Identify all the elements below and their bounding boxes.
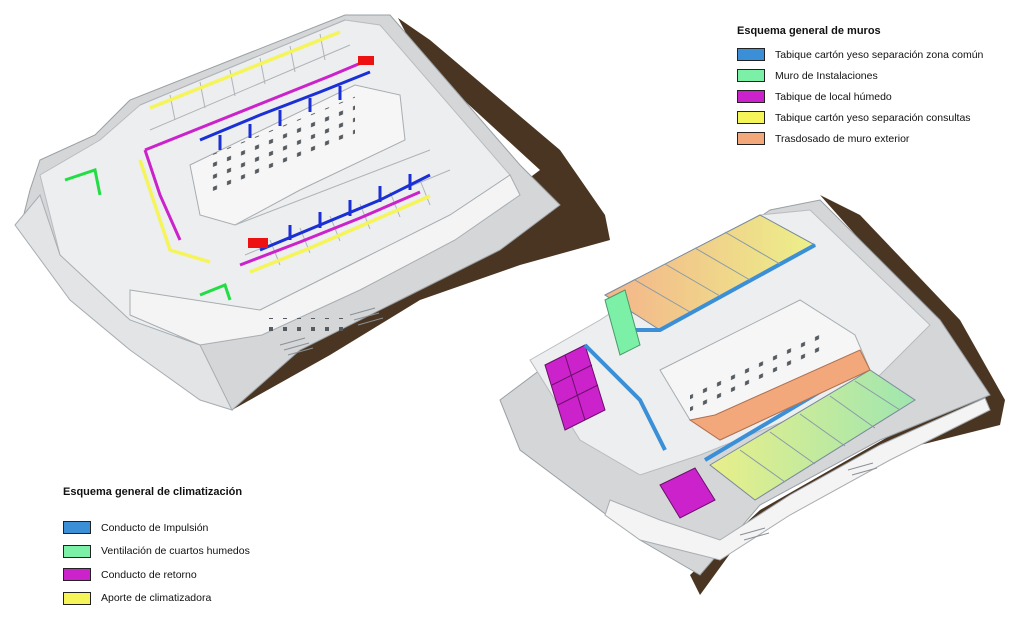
hvac-legend: Esquema general de climatización Conduct… [63,486,250,610]
hvac-legend-item: Conducto de retorno [63,563,250,587]
hvac-courtyard-windows [205,96,355,198]
hvac-legend-swatch [63,521,91,535]
hvac-air-unit-top [358,56,374,65]
walls-legend-item: Tabique cartón yeso separación zona comú… [737,44,983,65]
hvac-legend-label: Conducto de Impulsión [101,521,209,534]
hvac-stairs [279,307,384,356]
hvac-legend-swatch [63,591,91,605]
walls-installation-wall [604,289,641,356]
walls-bottom-row [709,369,916,501]
walls-legend: Esquema general de muros Tabique cartón … [737,25,983,149]
hvac-facade-windows [265,318,345,332]
hvac-legend-label: Conducto de retorno [101,568,197,581]
walls-legend-swatch [737,132,765,145]
walls-legend-label: Tabique cartón yeso separación zona comú… [775,48,984,61]
hvac-legend-label: Ventilación de cuartos humedos [101,545,250,558]
walls-legend-item: Trasdosado de muro exterior [737,128,983,149]
walls-legend-title: Esquema general de muros [737,25,881,37]
walls-wet-rooms-front [659,467,716,519]
walls-legend-label: Muro de Instalaciones [775,69,878,82]
hvac-left-wing [14,193,233,411]
walls-left-corridor-wall [583,343,667,451]
hvac-legend-swatch [63,544,91,558]
walls-courtyard-windows [690,327,820,419]
hvac-return-ducts [143,58,421,267]
walls-legend-item: Tabique cartón yeso separación consultas [737,107,983,128]
hvac-legend-item: Ventilación de cuartos humedos [63,540,250,564]
hvac-front-facade [129,174,521,346]
walls-legend-swatch [737,111,765,124]
hvac-intake-ducts [138,30,431,274]
hvac-legend-title: Esquema general de climatización [63,486,243,498]
walls-legend-label: Tabique cartón yeso separación consultas [775,111,971,124]
walls-model [499,195,1005,595]
walls-room-partitions [634,231,901,483]
walls-legend-label: Tabique de local húmedo [775,90,892,103]
walls-legend-item: Muro de Instalaciones [737,65,983,86]
hvac-model [14,14,610,411]
walls-legend-label: Trasdosado de muro exterior [775,132,910,145]
hvac-air-unit-bottom [248,238,268,248]
walls-legend-item: Tabique de local húmedo [737,86,983,107]
walls-legend-swatch [737,48,765,61]
walls-legend-items: Tabique cartón yeso separación zona comú… [737,44,983,149]
walls-terrain [690,195,1005,595]
hvac-wet-vents [64,168,232,301]
hvac-supply-ducts [199,70,431,252]
walls-front-facade [604,397,991,561]
walls-legend-swatch [737,90,765,103]
hvac-legend-swatch [63,568,91,582]
hvac-legend-item: Conducto de Impulsión [63,516,250,540]
walls-wet-room-cells [551,354,599,421]
hvac-legend-item: Aporte de climatizadora [63,587,250,611]
walls-stairs [739,462,878,541]
hvac-legend-label: Aporte de climatizadora [101,592,212,605]
walls-exterior-lining [688,349,871,441]
walls-legend-swatch [737,69,765,82]
